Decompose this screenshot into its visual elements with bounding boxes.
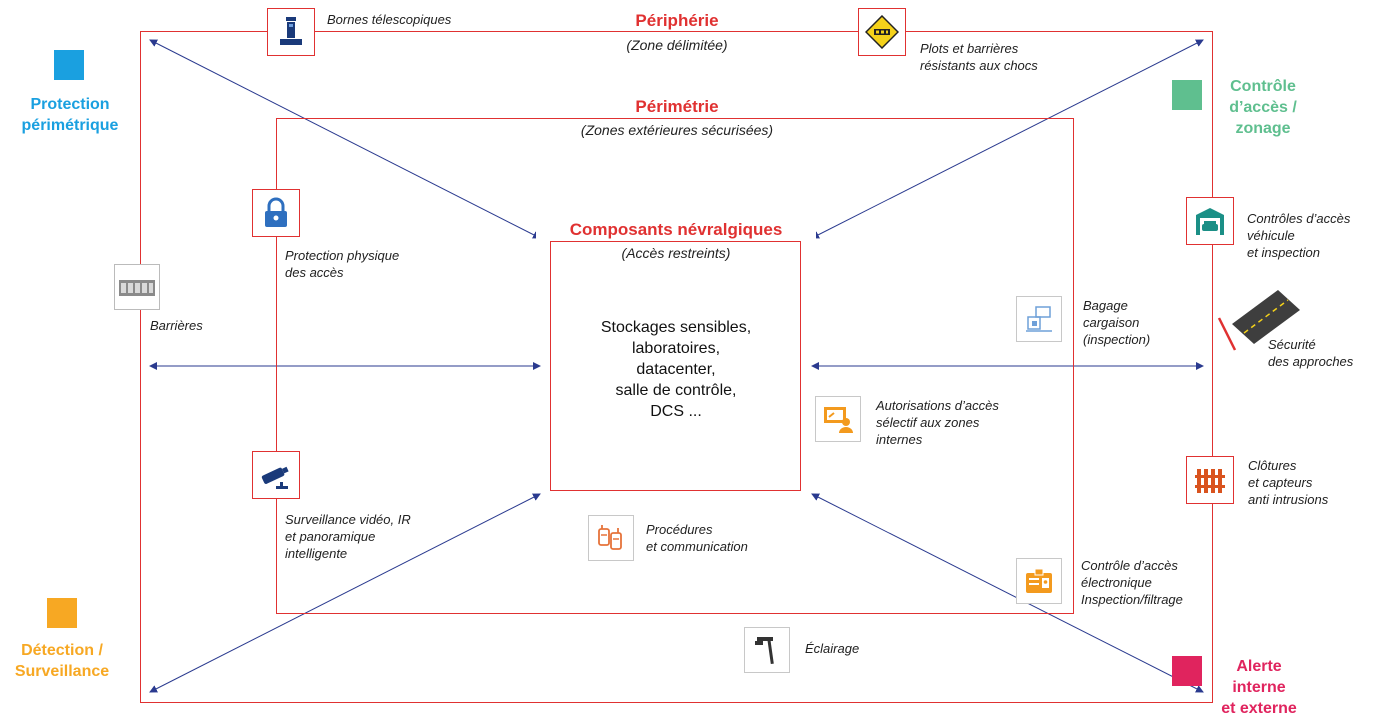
- label-clotures-capteurs: Clôtures et capteurs anti intrusions: [1248, 458, 1329, 507]
- legend-label-alerte: Alerte interne et externe: [1221, 658, 1297, 717]
- perimetrie-title: Périmétrie: [635, 97, 719, 116]
- barrier-gate-icon: [114, 264, 160, 310]
- access-authorization-icon: [815, 396, 861, 442]
- center-item: DCS ...: [650, 403, 702, 420]
- legend-square-detection: [47, 598, 77, 628]
- legend-square-alerte: [1172, 656, 1202, 686]
- walkie-talkie-icon: [588, 515, 634, 561]
- center-item: datacenter,: [636, 361, 716, 378]
- access-badge-icon: [1016, 558, 1062, 604]
- composants-title: Composants névralgiques: [536, 220, 816, 240]
- arrow-bottom-right: [811, 493, 1204, 693]
- label-autorisations-acces: Autorisations d’accès sélectif aux zones…: [876, 398, 999, 447]
- label-controle-electronique: Contrôle d’accès électronique Inspection…: [1081, 558, 1183, 607]
- perimetrie-subtitle: (Zones extérieures sécurisées): [580, 122, 774, 138]
- label-bornes-telescopiques: Bornes télescopiques: [327, 12, 452, 27]
- baggage-inspection-icon: [1016, 296, 1062, 342]
- legend-square-protection: [54, 50, 84, 80]
- arrow-top-left: [149, 39, 541, 239]
- arrow-bottom-left: [149, 493, 541, 693]
- legend-square-controle: [1172, 80, 1202, 110]
- label-surveillance-video: Surveillance vidéo, IR et panoramique in…: [285, 512, 411, 561]
- center-item: laboratoires,: [631, 340, 721, 357]
- peripherie-title: Périphérie: [577, 11, 777, 31]
- road-approach-icon: [1217, 290, 1300, 351]
- label-bagage-cargaison: Bagage cargaison (inspection): [1083, 298, 1151, 347]
- label-securite-approches: Sécurité des approches: [1268, 337, 1354, 369]
- perimetrie-box: [276, 118, 1074, 614]
- legend-label-protection: Protection périmétrique: [21, 96, 119, 134]
- bollard-icon: [267, 8, 315, 56]
- peripherie-box: [140, 31, 1213, 703]
- peripherie-subtitle: (Zone délimitée): [626, 37, 728, 53]
- label-securite-approches-line2: des approches: [1268, 354, 1354, 369]
- cctv-camera-icon: [252, 451, 300, 499]
- road-barrier-sign-icon: [858, 8, 906, 56]
- label-controles-vehicule: Contrôles d’accès véhicule et inspection: [1247, 211, 1351, 260]
- label-eclairage: Éclairage: [805, 641, 860, 656]
- legend-label-controle: Contrôle d’accès / zonage: [1229, 78, 1297, 137]
- center-item: Stockages sensibles,: [600, 319, 752, 336]
- label-barrieres: Barrières: [150, 318, 203, 333]
- label-plots-barrieres: Plots et barrières résistants aux chocs: [920, 41, 1038, 73]
- streetlight-icon: [744, 627, 790, 673]
- fence-icon: [1186, 456, 1234, 504]
- vehicle-garage-icon: [1186, 197, 1234, 245]
- label-protection-physique: Protection physique des accès: [285, 248, 400, 280]
- center-item: salle de contrôle,: [615, 382, 737, 399]
- center-items: Stockages sensibles, laboratoires, datac…: [553, 317, 799, 422]
- legend-label-detection: Détection / Surveillance: [14, 642, 110, 680]
- arrow-top-right: [811, 39, 1204, 239]
- composants-subtitle: (Accès restreints): [621, 245, 731, 261]
- composants-box: [550, 241, 801, 491]
- lock-icon: [252, 189, 300, 237]
- label-procedures: Procédures et communication: [646, 522, 748, 554]
